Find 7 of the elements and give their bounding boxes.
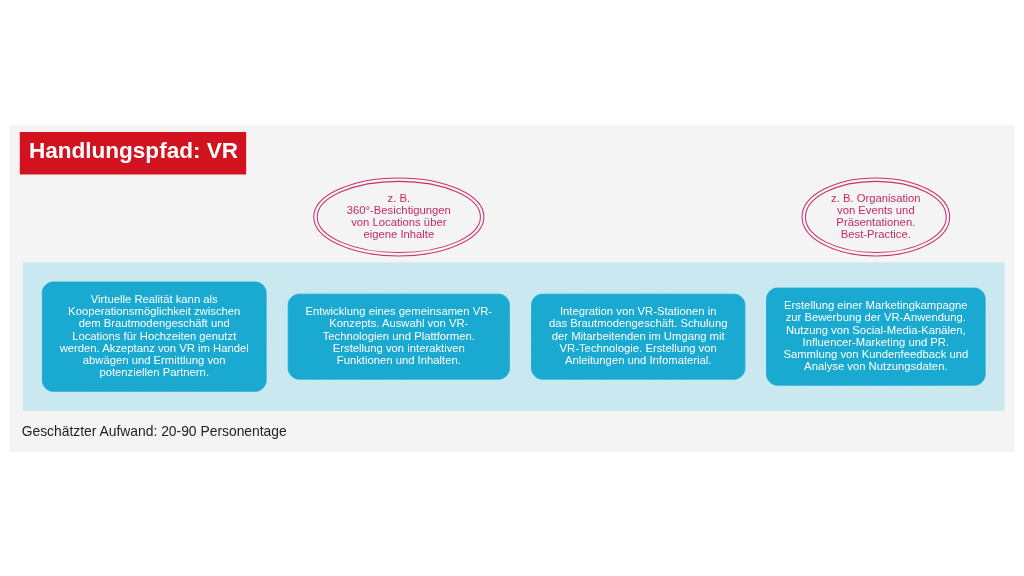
node-box: Virtuelle Realität kann als Kooperationsmöglichkeit zwischen dem Brautmodengeschäft und Locations für Hochzeiten genutzt werden. Akzeptanz von VR im Handel abwägen und Ermittlung von potenziellen Partnern. xyxy=(41,281,267,392)
node-box: Integration von VR-Stationen in das Brautmodengeschäft. Schulung der Mitarbeitenden im Umgang mit VR-Technologie. Erstellung von Anleitungen und Infomaterial. xyxy=(531,293,746,380)
diagram-title: Handlungspfad: VR xyxy=(28,137,239,163)
node-box: Erstellung einer Marketingkampagne zur Bewerbung der VR-Anwendung. Nutzung von Social-Media-Kanälen, Influencer-Marketing und PR. Sammlung von Kundenfeedback und Analyse von Nutzungsdaten. xyxy=(766,287,986,386)
label: Geschätzter Aufwand: 20-90 Personentage xyxy=(21,422,287,439)
node-box: Entwicklung eines gemeinsamen VR-Konzepts. Auswahl von VR-Technologien und Plattformen. Erstellung von interaktiven Funktionen und Inhalten. xyxy=(287,293,510,380)
cluster xyxy=(22,262,1005,411)
